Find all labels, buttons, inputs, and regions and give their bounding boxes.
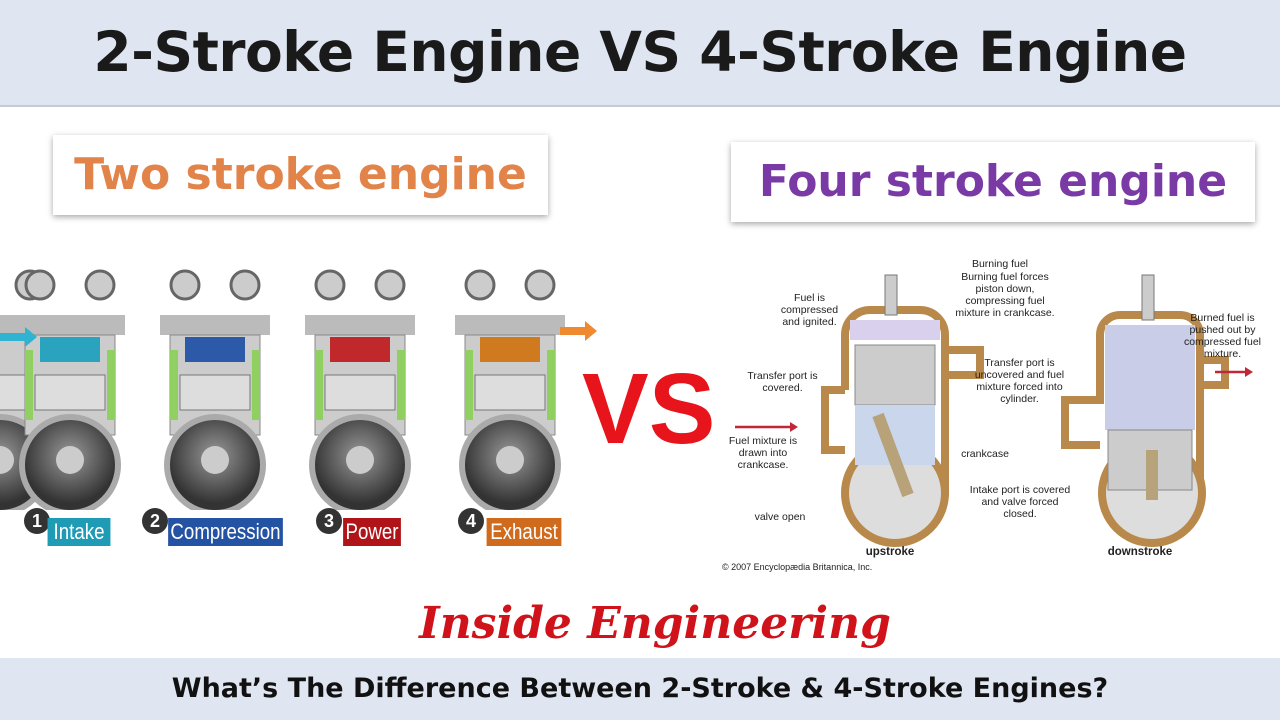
- label-downstroke: downstroke: [1107, 546, 1173, 558]
- label-fuel-compressed: Fuel is compressed and ignited.: [780, 292, 839, 328]
- label-upstroke: upstroke: [865, 546, 915, 558]
- stage-number: 3: [316, 508, 342, 534]
- label-intake-port: Intake port is covered and valve forced …: [969, 484, 1071, 520]
- exhaust-charge: [480, 337, 540, 362]
- label-burned-fuel: Burned fuel is pushed out by compressed …: [1183, 312, 1262, 360]
- intake-arrow-icon: [0, 327, 37, 347]
- stage-label-power: Power: [343, 518, 401, 546]
- header-band: 2-Stroke Engine VS 4-Stroke Engine: [0, 0, 1280, 107]
- page-title: 2-Stroke Engine VS 4-Stroke Engine: [93, 20, 1187, 84]
- copyright: © 2007 Encyclopædia Britannica, Inc.: [722, 562, 873, 572]
- label-burning-top: Burning fuel: [971, 258, 1029, 270]
- label-crankcase: crankcase: [961, 448, 1009, 460]
- four-stage-engine-illustration: [0, 265, 597, 510]
- stage-number: 4: [458, 508, 484, 534]
- label-transfer-uncovered: Transfer port is uncovered and fuel mixt…: [974, 357, 1065, 405]
- power-charge: [330, 337, 390, 362]
- stage-number: 1: [24, 508, 50, 534]
- label-fuel-mixture: Fuel mixture is drawn into crankcase.: [728, 435, 798, 471]
- intake-charge: [40, 337, 100, 362]
- compression-charge: [185, 337, 245, 362]
- stage-label-compression: Compression: [168, 518, 283, 546]
- stage-number: 2: [142, 508, 168, 534]
- label-transfer-covered: Transfer port is covered.: [747, 370, 818, 394]
- label-valve-open: valve open: [754, 511, 806, 523]
- two-stroke-cycle-diagram: [735, 274, 1253, 547]
- brand-text: Inside Engineering: [419, 598, 891, 649]
- footer-band: What’s The Difference Between 2-Stroke &…: [0, 658, 1280, 720]
- stage-label-intake: Intake: [47, 518, 111, 546]
- footer-text: What’s The Difference Between 2-Stroke &…: [171, 673, 1109, 704]
- four-stroke-title: Four stroke engine: [731, 142, 1255, 222]
- exhaust-arrow-icon: [560, 321, 597, 341]
- two-stroke-title: Two stroke engine: [53, 135, 548, 215]
- vs-text: VS: [582, 353, 716, 465]
- label-burning: Burning fuel forces piston down, compres…: [955, 271, 1055, 319]
- stage-label-exhaust: Exhaust: [486, 518, 562, 546]
